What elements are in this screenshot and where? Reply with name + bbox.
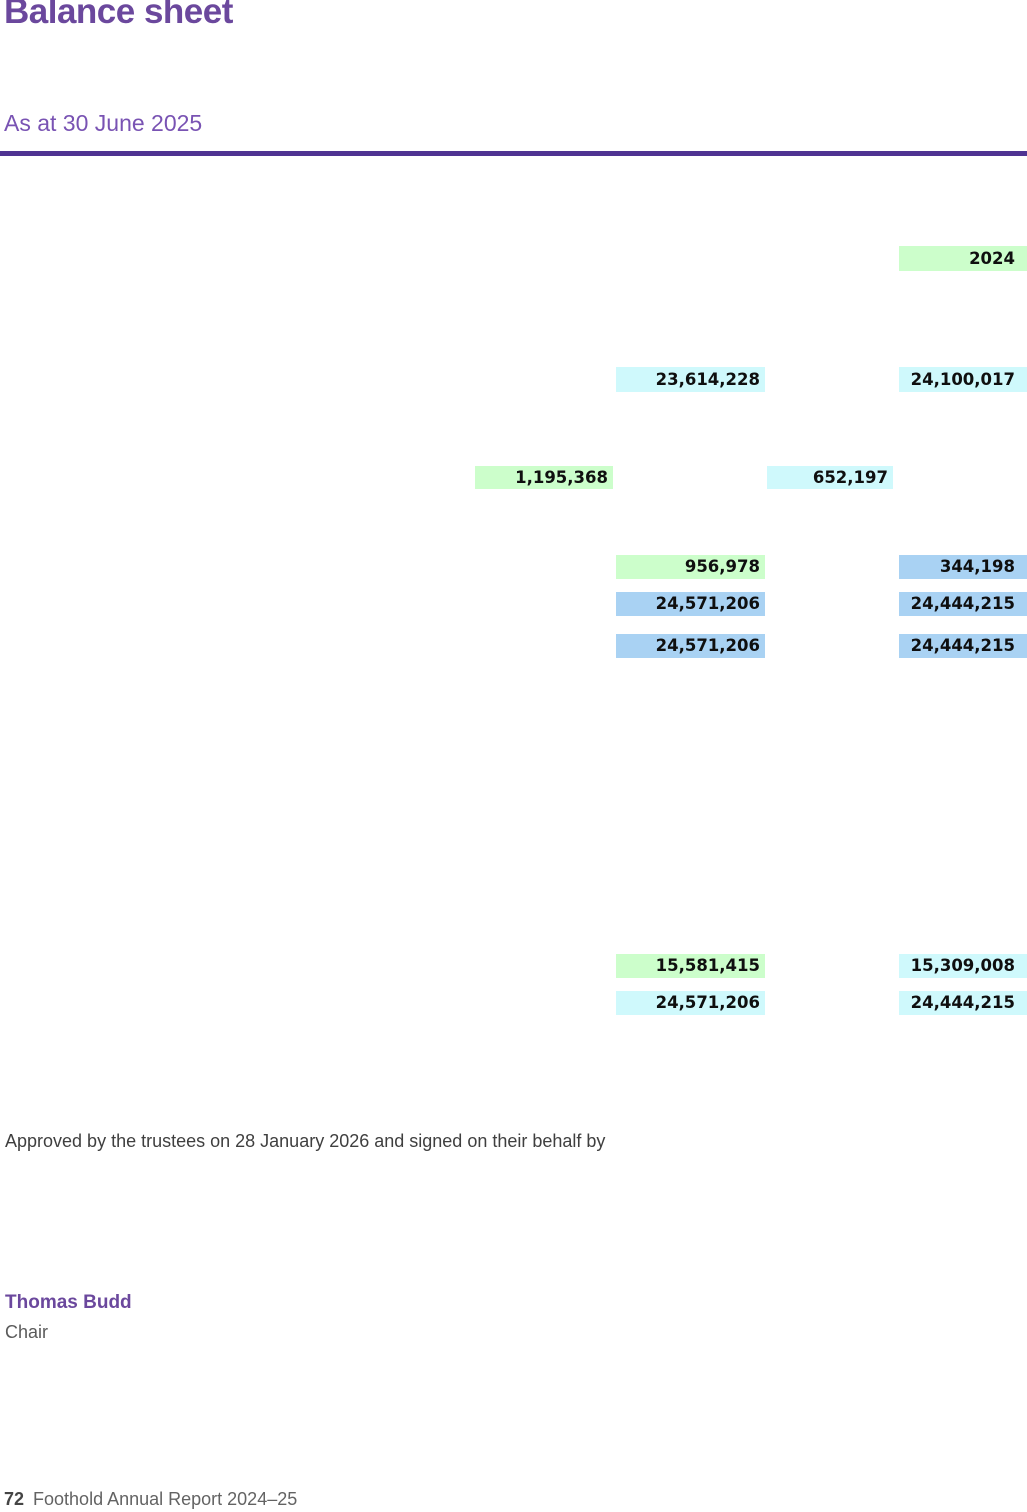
page-subtitle: As at 30 June 2025: [4, 110, 203, 136]
table-cell-net-current-2024: 344,198: [899, 555, 1027, 579]
table-cell-funds-2025: 15,581,415: [616, 954, 765, 978]
footer-report-title: Foothold Annual Report 2024–25: [33, 1489, 298, 1509]
table-cell-total-net-assets-2024: 24,444,215: [899, 592, 1027, 616]
table-cell-total-funds-2025: 24,571,206: [616, 991, 765, 1015]
signatory-role: Chair: [5, 1322, 49, 1342]
approval-statement: Approved by the trustees on 28 January 2…: [5, 1131, 606, 1151]
table-cell-investments-2024: 24,100,017: [899, 367, 1027, 392]
table-cell-total-funds-2024: 24,444,215: [899, 991, 1027, 1015]
year-header-2024: 2024: [899, 246, 1027, 271]
table-cell-funds-2024: 15,309,008: [899, 954, 1027, 978]
table-cell-inner-2024: 652,197: [767, 466, 893, 489]
table-cell-inner-2025: 1,195,368: [475, 466, 613, 489]
title-divider-rule: [0, 151, 1027, 156]
page-title: Balance sheet: [4, 0, 233, 31]
signatory-name: Thomas Budd: [5, 1292, 132, 1313]
page-footer: 72 Foothold Annual Report 2024–25: [4, 1489, 297, 1510]
table-cell-net-assets-2024: 24,444,215: [899, 634, 1027, 658]
table-cell-net-current-2025: 956,978: [616, 555, 765, 579]
table-cell-net-assets-2025: 24,571,206: [616, 634, 765, 658]
table-cell-investments-2025: 23,614,228: [616, 367, 765, 392]
footer-page-number: 72: [4, 1489, 25, 1509]
table-cell-total-net-assets-2025: 24,571,206: [616, 592, 765, 616]
